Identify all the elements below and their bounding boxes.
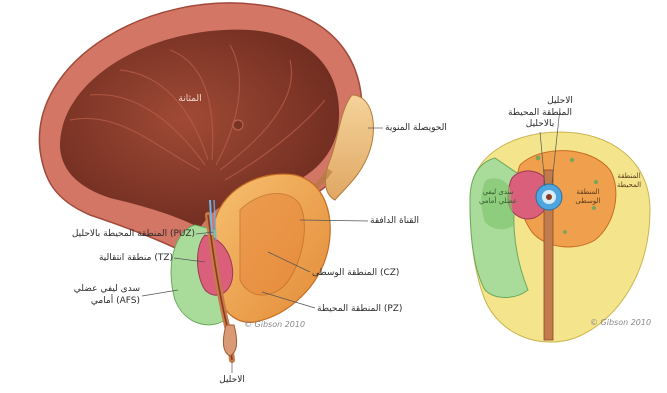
label-urethra: الاحليل (207, 375, 257, 386)
signature-main: © Gibson 2010 (244, 320, 305, 330)
label-ejaculatory-duct: القناة الدافقة (370, 216, 419, 227)
label-bladder: المثانة (165, 94, 215, 105)
label-puz: المنطقة المحيطة بالاحليل (PUZ) (20, 229, 195, 240)
signature-cross: © Gibson 2010 (590, 318, 651, 328)
cross-section (470, 108, 650, 342)
label-pz: المنطقة المحيطة (PZ) (317, 304, 402, 315)
label-cross-pz: المنطقة المحيطة (612, 172, 646, 190)
label-seminal-vesicle: الحويصلة المنوية (385, 123, 447, 134)
urethra-tip (223, 325, 236, 356)
label-cross-urethra: الاحليل (535, 96, 585, 107)
ureteric-orifice (233, 120, 243, 130)
label-afs-line1: سدى ليفي عضلي (60, 284, 140, 295)
label-tz: منطقة انتقالية (TZ) (30, 253, 173, 264)
label-cz: المنطقة الوسطى (CZ) (312, 268, 399, 279)
urethra-core (546, 194, 552, 200)
label-cross-cz: المنطقة الوسطى (566, 188, 610, 206)
label-cross-afs: سدى ليفي عضلي أمامي (474, 188, 522, 206)
label-cross-periurethral-line1: المنطقة المحيطة (495, 108, 585, 119)
label-cross-periurethral-line2: بالاحليل (495, 119, 585, 130)
label-afs-line2: أمامي (AFS) (60, 296, 140, 307)
